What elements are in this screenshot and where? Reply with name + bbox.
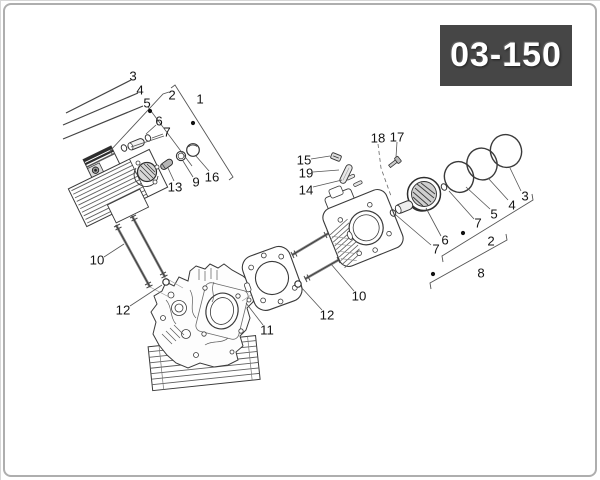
- leader-line: [167, 167, 175, 182]
- left-piston-illustration: [82, 145, 121, 179]
- circlip: [120, 144, 128, 152]
- callout-label: 8: [477, 266, 484, 281]
- callout-label: 6: [441, 233, 448, 248]
- callout-label: 11: [260, 323, 274, 338]
- leader-line: [509, 167, 522, 192]
- leader-line: [395, 214, 432, 246]
- base-gasket-illustration: [241, 245, 303, 311]
- leader-line: [151, 133, 164, 139]
- callout-label: 10: [352, 289, 367, 304]
- callout-label: 5: [143, 96, 150, 111]
- drawing-code-box: 03-150: [440, 25, 572, 86]
- callout-label: 4: [508, 198, 515, 213]
- callout-label: 3: [521, 189, 528, 204]
- left-wrist-pin-illustration: [127, 138, 145, 151]
- callout-label: 14: [299, 183, 314, 198]
- group-bracket: [441, 193, 534, 263]
- callout-label: 15: [297, 153, 312, 168]
- leader-line: [130, 135, 165, 148]
- leader-line: [310, 155, 331, 160]
- leader-line: [103, 243, 125, 258]
- leader-line: [147, 106, 193, 167]
- left-studs-illustration: [113, 214, 168, 289]
- callout-label: 4: [136, 83, 143, 98]
- leader-line: [129, 284, 163, 307]
- group-bracket: [109, 91, 170, 156]
- right-studs-illustration: [290, 230, 344, 283]
- reference-dot: [430, 271, 436, 277]
- circlip: [389, 209, 397, 217]
- leader-line: [312, 179, 343, 188]
- union-part-13: [160, 158, 174, 170]
- callout-label: 7: [163, 125, 170, 140]
- callout-label: 3: [129, 69, 136, 84]
- leader-line: [465, 186, 491, 210]
- callout-label: 9: [192, 175, 199, 190]
- leader-line: [425, 207, 442, 237]
- piston-ring: [443, 160, 475, 194]
- group-bracket: [170, 84, 234, 181]
- clip-part-15: [330, 152, 342, 162]
- dowel-part-19: [339, 164, 353, 184]
- callout-label: 7: [474, 216, 481, 231]
- leader-line: [330, 263, 355, 292]
- piston-ring: [489, 133, 523, 169]
- callout-label: 5: [490, 207, 497, 222]
- ring-edge-line: [62, 105, 144, 140]
- cap-part-16: [186, 143, 200, 157]
- group-bracket: [429, 233, 508, 290]
- callout-label: 10: [90, 253, 105, 268]
- piston-ring: [466, 147, 498, 181]
- callout-label: 7: [432, 242, 439, 257]
- crankcase-illustration: [149, 263, 257, 369]
- leader-line: [300, 286, 323, 311]
- leader-line: [182, 160, 194, 178]
- reference-dot: [190, 120, 196, 126]
- screw-part-17: [388, 155, 402, 169]
- callout-label: 12: [320, 308, 335, 323]
- leader-line: [487, 177, 509, 201]
- callout-label: 16: [205, 170, 220, 185]
- leader-line: [448, 190, 475, 220]
- drawing-code: 03-150: [450, 36, 562, 74]
- right-cylinder-illustration: [322, 185, 404, 269]
- circlip: [440, 183, 448, 191]
- right-wrist-pin-illustration: [394, 200, 414, 214]
- right-piston-illustration: [406, 176, 442, 212]
- leader-line: [312, 169, 340, 173]
- callout-label: 6: [155, 114, 162, 129]
- reference-dot: [460, 230, 466, 236]
- ring-edge-line: [62, 92, 139, 126]
- callout-label: 2: [487, 234, 494, 249]
- leader-line: [195, 155, 210, 172]
- callout-label: 12: [116, 303, 131, 318]
- callout-label: 13: [168, 180, 183, 195]
- ring-edge-line: [65, 79, 132, 114]
- cylinder-dowel-stubs: [345, 173, 363, 187]
- callout-label: 19: [299, 166, 314, 181]
- callout-label: 17: [390, 130, 405, 145]
- left-cylinder-illustration: [67, 148, 169, 228]
- right-oring-12: [294, 280, 302, 288]
- reference-dot: [147, 108, 153, 114]
- dashed-leader-line: [377, 143, 392, 197]
- callout-label: 18: [371, 131, 386, 146]
- leader-line: [145, 124, 157, 135]
- leader-line: [245, 302, 264, 326]
- leader-line: [395, 141, 398, 158]
- callout-label: 1: [196, 92, 203, 107]
- left-oring-12: [162, 278, 170, 286]
- callout-label: 2: [168, 88, 175, 103]
